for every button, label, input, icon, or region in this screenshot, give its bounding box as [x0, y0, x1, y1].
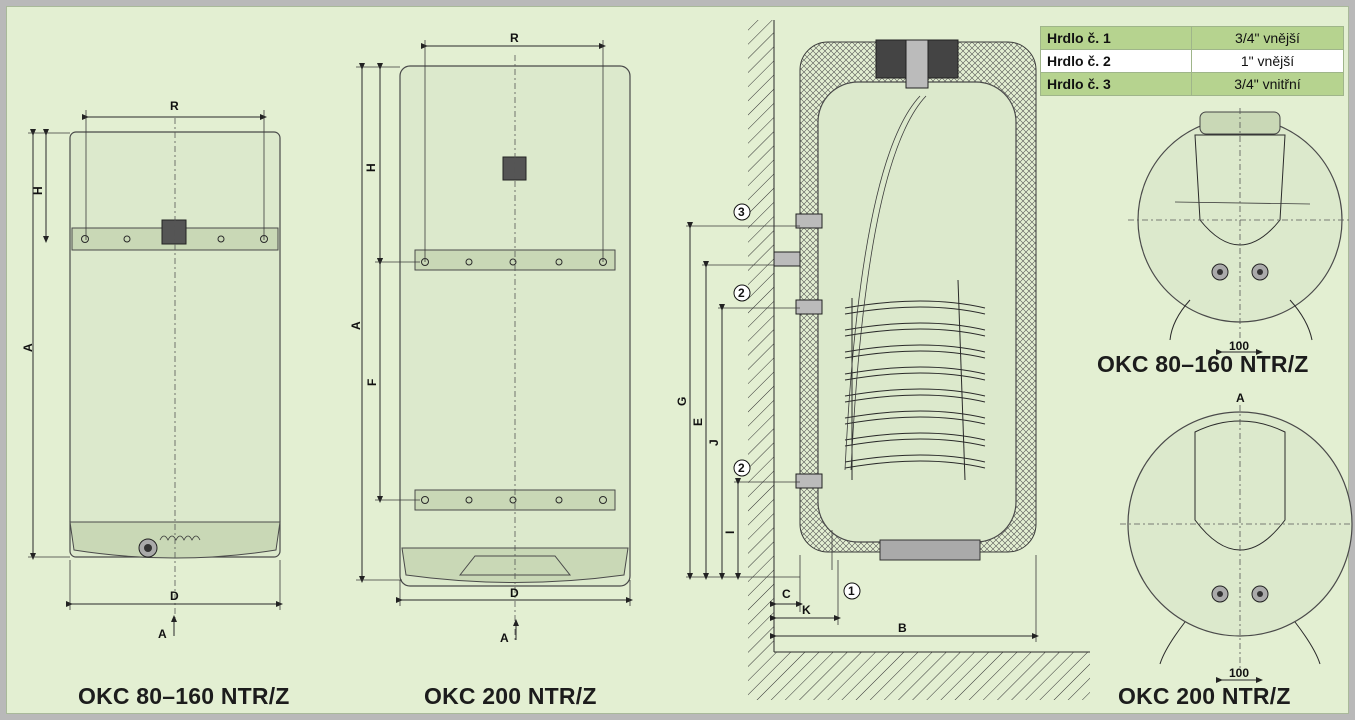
dim-c: C [782, 587, 791, 601]
floor-hatch [774, 652, 1090, 700]
thermostat-icon [161, 219, 187, 245]
nozzle-1-label: 1 [848, 584, 855, 598]
spec-label-2: Hrdlo č. 2 [1040, 49, 1192, 73]
nozzle-1-marker: 1 [843, 582, 861, 600]
wall-hatch [748, 20, 774, 700]
spec-label-3: Hrdlo č. 3 [1040, 72, 1192, 96]
section-view: 3 2 2 1 G E [675, 20, 1090, 700]
caption-top-small: OKC 80–160 NTR/Z [1097, 351, 1309, 377]
dim-j: J [707, 439, 721, 446]
view-arrow-large: A [500, 631, 509, 645]
nozzle-2-upper-marker: 2 [733, 284, 751, 302]
thermostat-icon-large [502, 156, 527, 181]
dim-b: B [898, 621, 907, 635]
nozzle-2-lower-marker: 2 [733, 459, 751, 477]
dim-100-small: 100 [1229, 339, 1249, 353]
dim-i: I [723, 531, 737, 534]
top-view-large-circle [1127, 411, 1353, 637]
dim-g: G [675, 397, 689, 406]
spec-row-1: Hrdlo č. 1 3/4" vnější [1040, 26, 1344, 50]
dim-100-large: 100 [1229, 666, 1249, 680]
nozzle-2-label-upper: 2 [738, 286, 745, 300]
spec-label-1: Hrdlo č. 1 [1040, 26, 1192, 50]
dim-h-small: H [31, 186, 45, 195]
top-view-arrow: A [1236, 391, 1245, 405]
caption-top-large: OKC 200 NTR/Z [1118, 683, 1291, 709]
view-arrow-small: A [158, 627, 167, 641]
front-view-small: R H A D A [21, 99, 283, 641]
nozzle-3-label: 3 [738, 205, 745, 219]
dim-d-large: D [510, 586, 519, 600]
dim-f-large: F [365, 379, 379, 386]
dim-r-large: R [510, 31, 519, 45]
dim-r-small: R [170, 99, 179, 113]
top-view-small: 100 [1128, 108, 1352, 355]
spec-value-1: 3/4" vnější [1191, 26, 1344, 50]
dim-e: E [691, 418, 705, 426]
inner-tank [817, 81, 1017, 543]
dim-k: K [802, 603, 811, 617]
front-view-large: R H F A D A [349, 31, 633, 645]
nozzle-2-label-lower: 2 [738, 461, 745, 475]
nozzle-spec-table: Hrdlo č. 1 3/4" vnější Hrdlo č. 2 1" vně… [1040, 26, 1344, 96]
dim-a-large: A [349, 321, 363, 330]
caption-front-small: OKC 80–160 NTR/Z [78, 683, 290, 709]
nozzle-3-marker: 3 [733, 203, 751, 221]
dim-d-small: D [170, 589, 179, 603]
spec-row-2: Hrdlo č. 2 1" vnější [1040, 49, 1344, 73]
spec-value-3: 3/4" vnitřní [1191, 72, 1344, 96]
spec-value-2: 1" vnější [1191, 49, 1344, 73]
heat-exchanger-coil [844, 300, 986, 469]
top-view-large: A 100 [1120, 391, 1353, 683]
spec-row-3: Hrdlo č. 3 3/4" vnitřní [1040, 72, 1344, 96]
dim-a-small: A [21, 343, 35, 352]
caption-front-large: OKC 200 NTR/Z [424, 683, 597, 709]
dim-h-large: H [364, 163, 378, 172]
